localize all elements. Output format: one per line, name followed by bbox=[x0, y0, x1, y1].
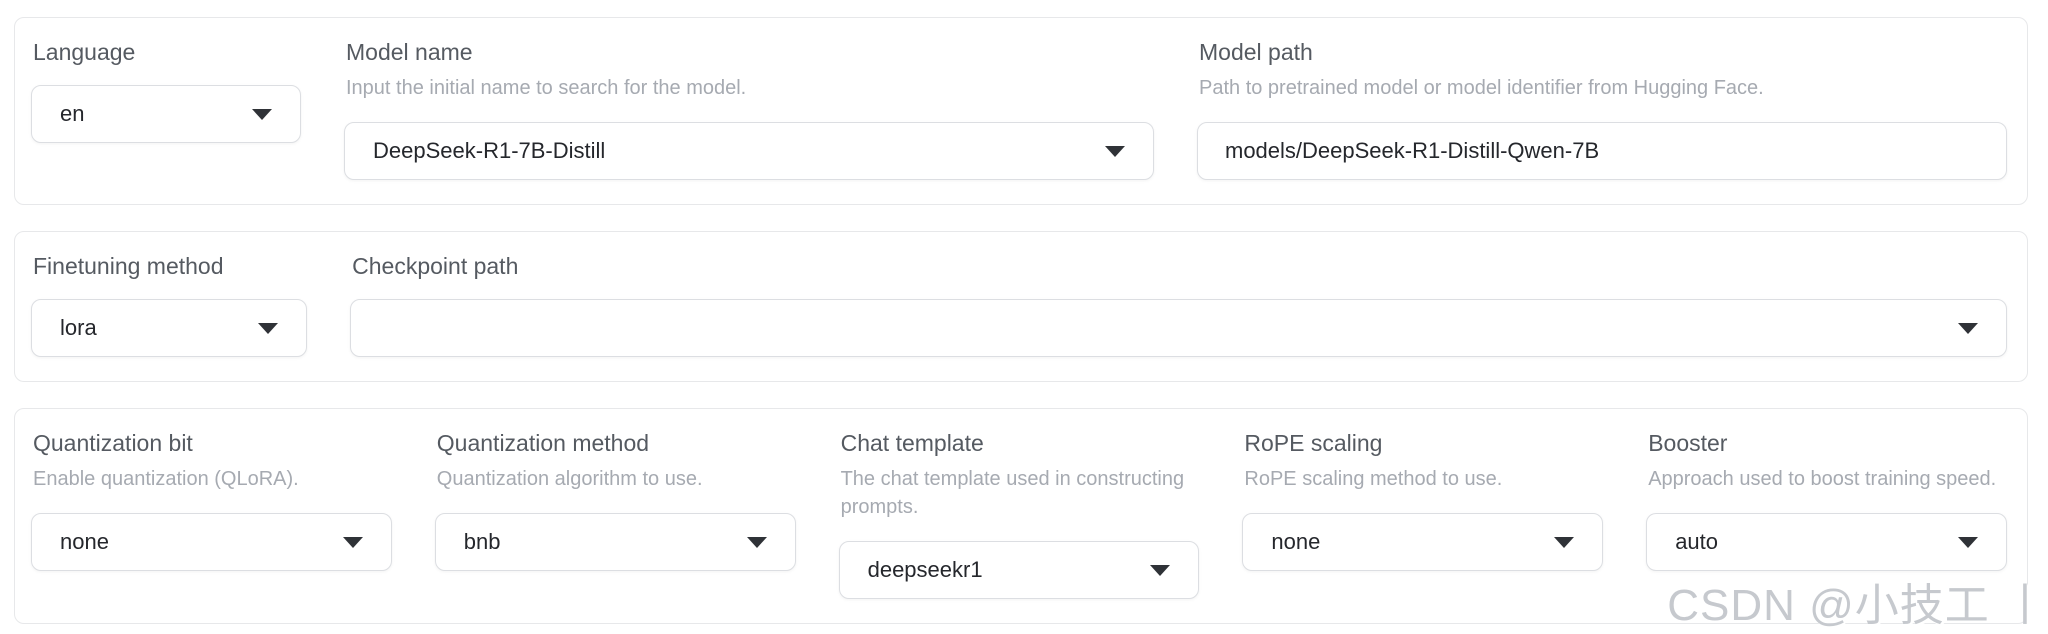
chat-template-label: Chat template bbox=[840, 430, 984, 456]
language-field: Language en bbox=[31, 39, 301, 143]
model-path-input[interactable] bbox=[1197, 122, 2007, 180]
rope-scaling-dropdown[interactable]: none bbox=[1242, 513, 1604, 571]
quantization-method-value: bnb bbox=[463, 529, 501, 554]
quantization-bit-dropdown[interactable]: none bbox=[31, 513, 392, 571]
quantization-bit-field: Quantization bit Enable quantization (QL… bbox=[31, 430, 392, 571]
finetuning-section-panel: Finetuning method lora Checkpoint path bbox=[14, 231, 2028, 382]
chevron-down-icon bbox=[252, 109, 272, 120]
chevron-down-icon bbox=[1150, 565, 1171, 576]
model-name-value: DeepSeek-R1-7B-Distill bbox=[373, 138, 606, 163]
model-section-panel: Language en Model name Input the initial… bbox=[14, 17, 2028, 205]
rope-scaling-value: none bbox=[1271, 529, 1321, 554]
finetuning-method-value: lora bbox=[60, 315, 97, 340]
quantization-method-dropdown[interactable]: bnb bbox=[434, 513, 796, 571]
quantization-bit-value: none bbox=[60, 529, 109, 554]
quantization-method-field: Quantization method Quantization algorit… bbox=[434, 430, 796, 571]
language-dropdown[interactable]: en bbox=[31, 85, 301, 143]
chat-template-info: The chat template used in constructing p… bbox=[840, 468, 1185, 518]
rope-scaling-label: RoPE scaling bbox=[1244, 430, 1383, 456]
chevron-down-icon bbox=[1105, 146, 1125, 157]
quantization-bit-info: Enable quantization (QLoRA). bbox=[33, 468, 299, 490]
booster-dropdown[interactable]: auto bbox=[1646, 513, 2007, 571]
model-name-info: Input the initial name to search for the… bbox=[346, 77, 747, 99]
model-name-dropdown[interactable]: DeepSeek-R1-7B-Distill bbox=[344, 122, 1154, 180]
chat-template-value: deepseekr1 bbox=[867, 557, 983, 582]
quantization-section-panel: Quantization bit Enable quantization (QL… bbox=[14, 408, 2028, 624]
booster-value: auto bbox=[1675, 529, 1719, 554]
finetuning-method-label: Finetuning method bbox=[33, 253, 224, 279]
model-path-label: Model path bbox=[1199, 39, 1313, 65]
booster-info: Approach used to boost training speed. bbox=[1648, 468, 1997, 490]
chevron-down-icon bbox=[1957, 537, 1978, 548]
model-path-info: Path to pretrained model or model identi… bbox=[1199, 77, 1764, 99]
chevron-down-icon bbox=[746, 537, 767, 548]
rope-scaling-field: RoPE scaling RoPE scaling method to use.… bbox=[1242, 430, 1604, 571]
chevron-down-icon bbox=[1958, 323, 1978, 334]
quantization-method-label: Quantization method bbox=[436, 430, 650, 456]
language-label: Language bbox=[33, 39, 136, 65]
rope-scaling-info: RoPE scaling method to use. bbox=[1244, 468, 1503, 490]
quantization-bit-label: Quantization bit bbox=[33, 430, 193, 456]
model-name-field: Model name Input the initial name to sea… bbox=[344, 39, 1154, 180]
model-name-label: Model name bbox=[346, 39, 473, 65]
quantization-method-info: Quantization algorithm to use. bbox=[436, 468, 703, 490]
booster-label: Booster bbox=[1648, 430, 1728, 456]
model-path-field: Model path Path to pretrained model or m… bbox=[1197, 39, 2007, 180]
checkpoint-path-dropdown[interactable] bbox=[350, 299, 2007, 357]
checkpoint-path-field: Checkpoint path bbox=[350, 253, 2007, 357]
chat-template-dropdown[interactable]: deepseekr1 bbox=[838, 541, 1200, 599]
finetuning-method-dropdown[interactable]: lora bbox=[31, 299, 308, 357]
chat-template-field: Chat template The chat template used in … bbox=[838, 430, 1200, 599]
chevron-down-icon bbox=[342, 537, 363, 548]
language-value: en bbox=[60, 101, 85, 126]
chevron-down-icon bbox=[258, 323, 279, 334]
checkpoint-path-label: Checkpoint path bbox=[352, 253, 519, 279]
chevron-down-icon bbox=[1554, 537, 1575, 548]
booster-field: Booster Approach used to boost training … bbox=[1646, 430, 2007, 571]
finetuning-method-field: Finetuning method lora bbox=[31, 253, 308, 357]
